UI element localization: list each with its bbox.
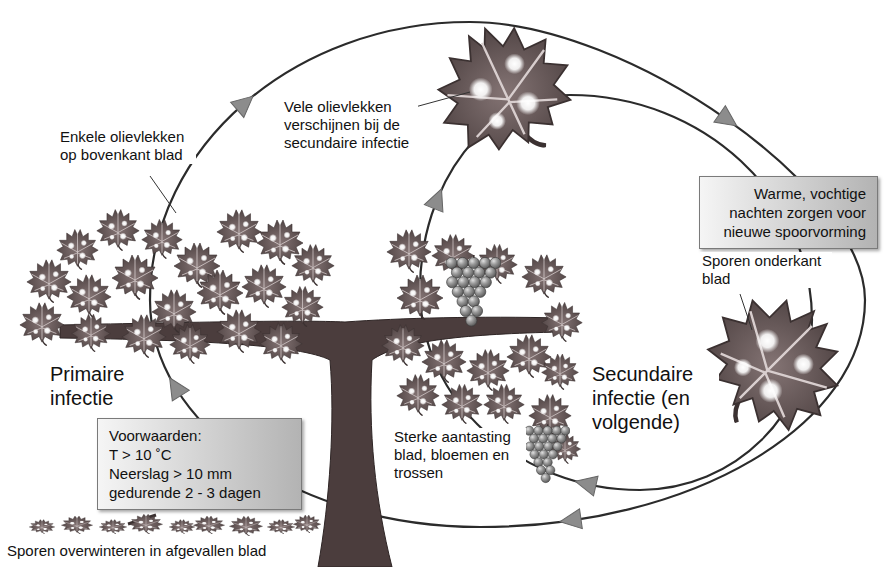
vine-leaf — [197, 270, 243, 315]
vine-leaf — [397, 375, 439, 416]
cycle-arrowhead — [559, 509, 583, 532]
grape-cluster — [525, 424, 570, 482]
vine-leaf — [97, 210, 139, 251]
box-text: Voorwaarden: — [109, 426, 290, 445]
vine-leaf — [27, 260, 71, 303]
vine-leaf — [142, 219, 182, 258]
vine-leaf — [217, 210, 261, 253]
annotation-label: Sporen onderkant blad — [700, 252, 832, 288]
vine-leaf — [57, 230, 98, 270]
fallen-leaf — [29, 520, 55, 534]
vine-leaf — [387, 230, 431, 273]
vine-leaf — [170, 324, 210, 363]
fallen-leaf — [61, 516, 92, 534]
cycle-arrowhead — [231, 89, 260, 118]
annotation-label: Enkele olievlekken op bovenkant blad — [58, 128, 196, 164]
vine-leaf — [260, 323, 302, 364]
fallen-leaf — [293, 515, 321, 533]
fallen-leaf — [129, 514, 162, 534]
vine-leaf — [522, 255, 566, 298]
vine-leaf — [542, 354, 579, 390]
vine-leaf — [122, 315, 166, 358]
vine-leaf — [292, 245, 334, 286]
leader-line — [150, 176, 176, 213]
vine-leaf — [542, 302, 582, 341]
condition-box: Voorwaarden:T > 10 ˚CNeerslag > 10 mmged… — [97, 418, 302, 510]
vine-leaf — [382, 325, 424, 366]
vine-leaf — [242, 265, 286, 308]
grape-cluster — [446, 255, 501, 326]
fallen-leaf — [99, 520, 127, 534]
box-text: Neerslag > 10 mm — [109, 464, 290, 483]
vine-leaf — [442, 384, 482, 423]
annotation-label: Sterke aantasting blad, bloemen en tross… — [392, 428, 526, 482]
vine-leaf — [112, 255, 158, 300]
vine-leaf — [484, 384, 524, 423]
box-text: gedurende 2 - 3 dagen — [109, 483, 290, 502]
vine-leaf — [72, 314, 111, 351]
annotation-label: Secundaire infectie (en volgende) — [590, 362, 719, 434]
vine-leaf — [217, 310, 261, 353]
leader-line — [740, 294, 752, 330]
fallen-leaf — [267, 520, 295, 534]
vine-leaf — [467, 350, 509, 391]
vine-leaf — [282, 287, 323, 327]
fallen-leaf — [193, 516, 224, 534]
vine-leaf — [422, 340, 466, 383]
annotation-label: Primaire infectie — [48, 362, 152, 410]
cycle-arrowhead — [573, 472, 598, 496]
fallen-leaf — [229, 516, 262, 536]
condition-box: Warme, vochtige nachten zorgen voor nieu… — [699, 176, 878, 249]
cycle-arrowhead — [161, 373, 189, 401]
cycle-arrowhead — [424, 185, 450, 212]
box-text: T > 10 ˚C — [109, 445, 290, 464]
vine-leaf — [67, 275, 111, 318]
vine-trunk — [60, 317, 560, 567]
infected-leaf — [415, 4, 594, 181]
box-text: Warme, vochtige nachten zorgen voor nieu… — [711, 184, 866, 241]
vine-leaf — [20, 303, 64, 346]
vine-leaf — [397, 275, 443, 320]
fallen-leaf — [169, 520, 195, 534]
cycle-arrowhead — [714, 106, 743, 134]
annotation-label: Vele olievlekken verschijnen bij de secu… — [282, 98, 418, 152]
annotation-label: Sporen overwinteren in afgevallen blad — [5, 542, 268, 560]
